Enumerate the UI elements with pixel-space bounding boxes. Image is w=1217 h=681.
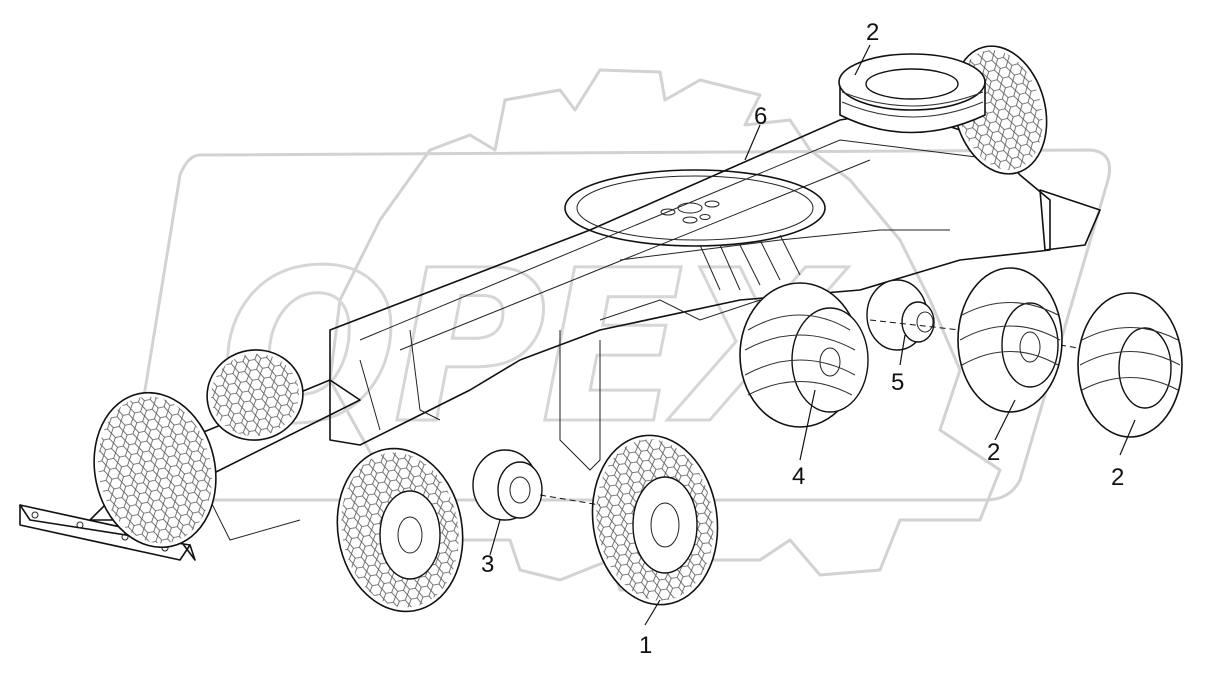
leader-lines bbox=[489, 44, 1136, 626]
front-left-wheel-1 bbox=[93, 391, 217, 549]
callout-frame: 6 bbox=[754, 103, 767, 130]
wheel-rear-middle bbox=[957, 267, 1063, 413]
callout-hub-front: 3 bbox=[481, 551, 494, 578]
callout-rear-wheel-left: 4 bbox=[792, 463, 805, 490]
front-center-wheel bbox=[336, 447, 464, 613]
callout-spare-wheel: 2 bbox=[866, 19, 879, 46]
gear-watermark bbox=[328, 68, 1002, 592]
callout-wheel-rear-middle: 2 bbox=[987, 439, 1000, 466]
wheel-rear-outer bbox=[1077, 292, 1183, 438]
rear-wheel-left bbox=[739, 282, 869, 428]
callout-wheel-rear-outer: 2 bbox=[1111, 464, 1124, 491]
callout-wheel-front-right: 1 bbox=[639, 632, 652, 659]
hub-rear bbox=[866, 279, 935, 351]
callout-hub-rear: 5 bbox=[891, 369, 904, 396]
chassis-frame bbox=[19, 109, 1101, 561]
spare-wheel bbox=[838, 53, 986, 134]
hub-front bbox=[472, 449, 543, 521]
wheel-front-right bbox=[591, 434, 719, 606]
front-left-wheel-2 bbox=[206, 349, 304, 441]
